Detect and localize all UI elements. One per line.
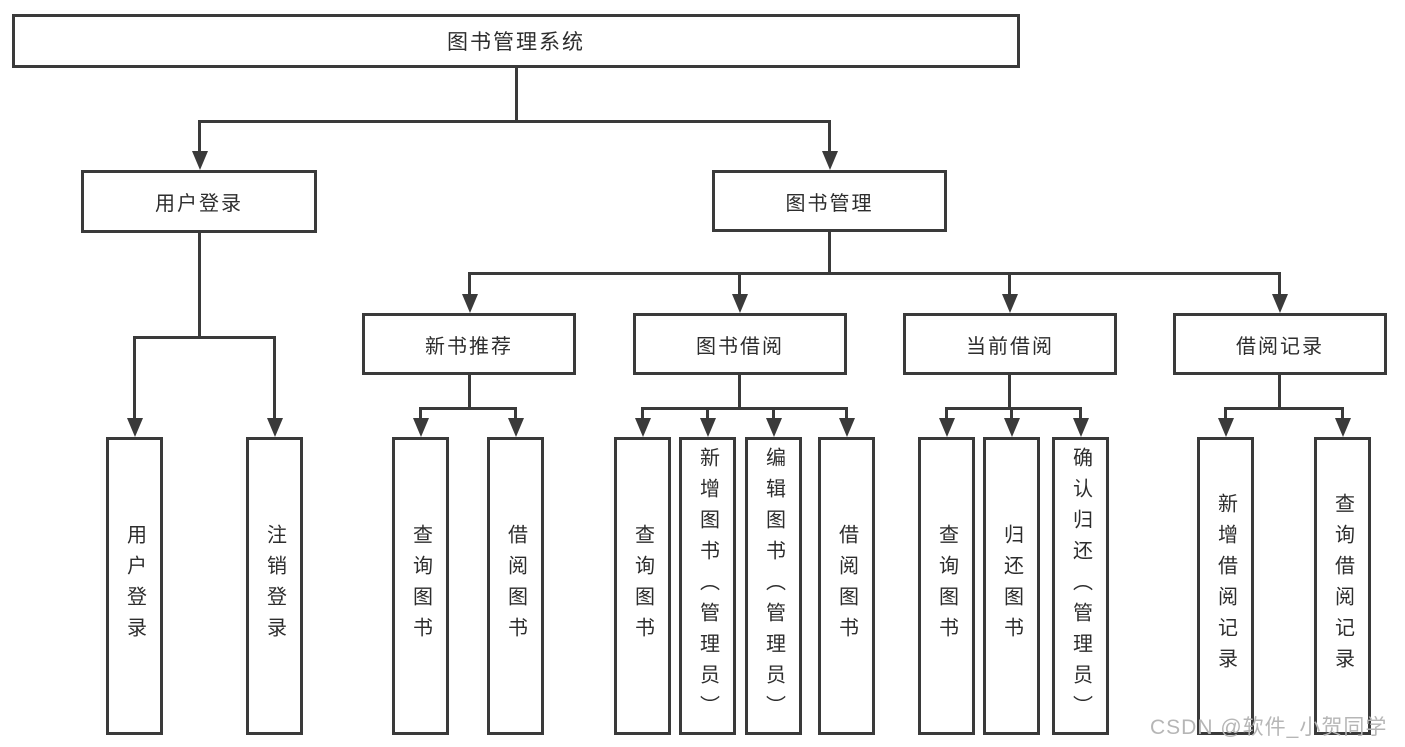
csdn-watermark: CSDN @软件_小贺同学 xyxy=(1150,716,1388,739)
node-user-login-label: 用户登录 xyxy=(155,193,243,215)
connector-line xyxy=(772,407,775,418)
node-borrowing-records-label: 借阅记录 xyxy=(1236,335,1324,358)
connector-line xyxy=(198,233,201,336)
connector-line xyxy=(133,336,276,339)
leaf-query-books-3: 查询图书 xyxy=(918,437,975,735)
connector-line xyxy=(828,120,831,151)
arrow-down-icon xyxy=(1004,418,1020,437)
connector-line xyxy=(1008,375,1011,407)
connector-line xyxy=(468,272,471,294)
connector-line xyxy=(1010,407,1013,418)
connector-line xyxy=(419,407,422,418)
connector-line xyxy=(1278,375,1281,407)
leaf-logout-login: 注销登录 xyxy=(246,437,303,735)
connector-line xyxy=(1341,407,1344,418)
connector-line xyxy=(514,407,517,418)
leaf-query-books-2-label: 查询图书 xyxy=(631,524,654,648)
connector-line xyxy=(273,336,276,418)
leaf-confirm-return-admin-label: 确认归还（管理员） xyxy=(1069,446,1092,726)
connector-line xyxy=(468,375,471,407)
leaf-borrow-books-2: 借阅图书 xyxy=(818,437,875,735)
connector-line xyxy=(845,407,848,418)
node-book-borrowing: 图书借阅 xyxy=(633,313,847,375)
arrow-down-icon xyxy=(822,151,838,170)
connector-line xyxy=(641,407,848,410)
arrow-down-icon xyxy=(635,418,651,437)
leaf-add-book-admin: 新增图书（管理员） xyxy=(679,437,736,735)
node-book-borrowing-label: 图书借阅 xyxy=(696,335,784,358)
arrow-down-icon xyxy=(192,151,208,170)
leaf-add-borrow-record: 新增借阅记录 xyxy=(1197,437,1254,735)
connector-line xyxy=(1224,407,1227,418)
arrow-down-icon xyxy=(766,418,782,437)
connector-line xyxy=(945,407,1082,410)
arrow-down-icon xyxy=(1002,294,1018,313)
leaf-query-books-2: 查询图书 xyxy=(614,437,671,735)
connector-line xyxy=(641,407,644,418)
arrow-down-icon xyxy=(839,418,855,437)
connector-line xyxy=(706,407,709,418)
connector-line xyxy=(945,407,948,418)
connector-line xyxy=(1079,407,1082,418)
arrow-down-icon xyxy=(700,418,716,437)
connector-line xyxy=(515,68,518,120)
leaf-query-books-3-label: 查询图书 xyxy=(935,524,958,648)
node-borrowing-records: 借阅记录 xyxy=(1173,313,1387,375)
leaf-return-books-label: 归还图书 xyxy=(1000,524,1023,648)
arrow-down-icon xyxy=(732,294,748,313)
node-root-label: 图书管理系统 xyxy=(447,31,585,54)
arrow-down-icon xyxy=(1272,294,1288,313)
connector-line xyxy=(198,120,830,123)
node-book-management-label: 图书管理 xyxy=(785,192,874,215)
arrow-down-icon xyxy=(1335,418,1351,437)
arrow-down-icon xyxy=(127,418,143,437)
node-current-borrowing-label: 当前借阅 xyxy=(966,335,1054,358)
connector-line xyxy=(133,336,136,418)
connector-line xyxy=(1008,272,1011,294)
leaf-borrow-books-1: 借阅图书 xyxy=(487,437,544,735)
leaf-add-borrow-record-label: 新增借阅记录 xyxy=(1214,493,1237,679)
leaf-confirm-return-admin: 确认归还（管理员） xyxy=(1052,437,1109,735)
connector-line xyxy=(738,375,741,407)
leaf-query-borrow-record-label: 查询借阅记录 xyxy=(1331,493,1354,679)
leaf-user-login: 用户登录 xyxy=(106,437,163,735)
leaf-borrow-books-1-label: 借阅图书 xyxy=(504,524,527,648)
leaf-borrow-books-2-label: 借阅图书 xyxy=(835,524,858,648)
connector-line xyxy=(419,407,517,410)
arrow-down-icon xyxy=(267,418,283,437)
leaf-query-books-1-label: 查询图书 xyxy=(409,524,432,648)
connector-line xyxy=(738,272,741,294)
arrow-down-icon xyxy=(1073,418,1089,437)
node-book-management: 图书管理 xyxy=(712,170,947,232)
connector-line xyxy=(1224,407,1344,410)
arrow-down-icon xyxy=(1218,418,1234,437)
leaf-query-books-1: 查询图书 xyxy=(392,437,449,735)
leaf-query-borrow-record: 查询借阅记录 xyxy=(1314,437,1371,735)
arrow-down-icon xyxy=(462,294,478,313)
arrow-down-icon xyxy=(939,418,955,437)
leaf-return-books: 归还图书 xyxy=(983,437,1040,735)
leaf-edit-book-admin: 编辑图书（管理员） xyxy=(745,437,802,735)
node-current-borrowing: 当前借阅 xyxy=(903,313,1117,375)
connector-line xyxy=(828,232,831,272)
leaf-add-book-admin-label: 新增图书（管理员） xyxy=(696,446,719,726)
leaf-user-login-label: 用户登录 xyxy=(123,524,146,648)
node-new-book-recommend-label: 新书推荐 xyxy=(425,335,513,358)
connector-line xyxy=(198,120,201,151)
node-new-book-recommend: 新书推荐 xyxy=(362,313,576,375)
connector-line xyxy=(468,272,1281,275)
leaf-logout-login-label: 注销登录 xyxy=(263,524,286,648)
node-root: 图书管理系统 xyxy=(12,14,1020,68)
node-user-login: 用户登录 xyxy=(81,170,317,233)
connector-line xyxy=(1278,272,1281,294)
arrow-down-icon xyxy=(413,418,429,437)
leaf-edit-book-admin-label: 编辑图书（管理员） xyxy=(762,446,785,726)
arrow-down-icon xyxy=(508,418,524,437)
